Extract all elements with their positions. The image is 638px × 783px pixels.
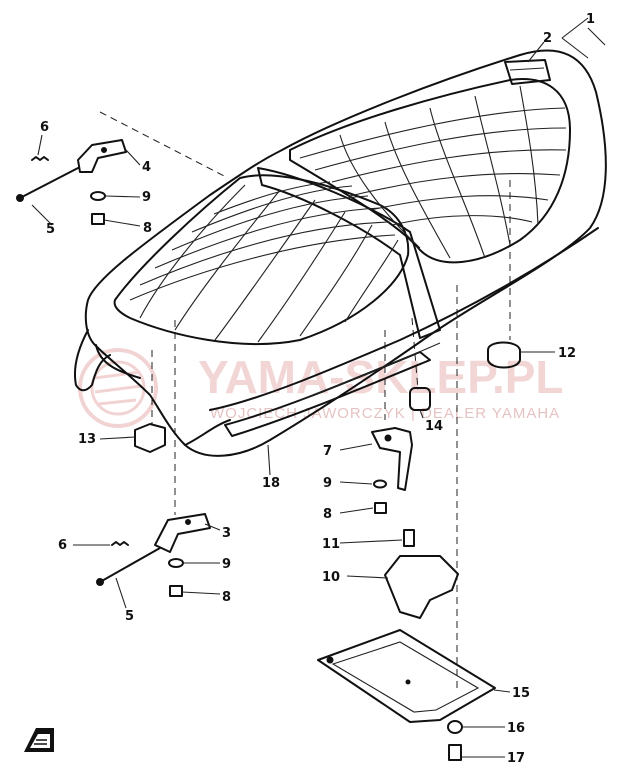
lower-hinge-pin <box>99 547 161 583</box>
grommet <box>447 720 463 734</box>
lower-bolt <box>169 585 183 597</box>
watermark-subtitle: WOJCIECH JAWORCZYK | DEALER YAMAHA <box>210 405 560 422</box>
upper-hinge-pin <box>19 167 79 199</box>
seat-hook <box>371 427 413 491</box>
callout-16: 16 <box>507 721 525 736</box>
hook-bolt <box>374 502 387 514</box>
callout-11: 11 <box>322 537 340 552</box>
callout-18: 18 <box>262 476 280 491</box>
rider-quilting <box>129 181 399 343</box>
lower-spring <box>111 541 129 546</box>
seat-strap <box>257 167 441 339</box>
seat-lock <box>384 555 459 619</box>
callout-8-lower: 8 <box>222 590 231 605</box>
callout-8-hook: 8 <box>323 507 332 522</box>
watermark-logo-icon <box>78 348 158 428</box>
upper-spring <box>31 156 49 161</box>
passenger-quilting <box>299 85 567 259</box>
lower-nut <box>168 558 184 568</box>
round-damper <box>487 341 521 369</box>
callout-8-upper: 8 <box>143 221 152 236</box>
lower-hinge-group <box>96 513 211 597</box>
callout-labels: 1 2 3 4 5 5 6 6 7 8 8 8 9 9 9 10 11 12 1… <box>40 12 595 766</box>
tray-bolt <box>448 744 462 761</box>
callout-6-lower: 6 <box>58 538 67 553</box>
callout-5-lower: 5 <box>125 609 134 624</box>
lower-hinge-bracket <box>154 513 211 553</box>
damper-block <box>134 423 166 453</box>
front-direction-icon <box>24 728 54 752</box>
callout-10: 10 <box>322 570 340 585</box>
callout-14: 14 <box>425 419 443 434</box>
seat-assembly <box>74 49 607 457</box>
callout-2: 2 <box>543 31 552 46</box>
callout-9-hook: 9 <box>323 476 332 491</box>
seat-badge <box>504 59 551 85</box>
callout-15: 15 <box>512 686 530 701</box>
callout-9-upper: 9 <box>142 190 151 205</box>
callout-12: 12 <box>558 346 576 361</box>
callout-5-upper: 5 <box>46 222 55 237</box>
upper-bolt <box>91 213 105 225</box>
passenger-cushion <box>289 78 571 264</box>
seat-outline <box>84 49 607 457</box>
seat-trim <box>224 351 431 437</box>
callout-17: 17 <box>507 751 525 766</box>
watermark: YAMA-SKLEP.PL WOJCIECH JAWORCZYK | DEALE… <box>78 348 564 428</box>
callout-13: 13 <box>78 432 96 447</box>
rider-cushion <box>113 174 410 346</box>
storage-tray <box>317 629 496 723</box>
hook-nut <box>373 479 387 489</box>
lock-screw <box>403 529 415 547</box>
leader-lines <box>31 17 606 758</box>
upper-hinge-bracket <box>77 139 127 173</box>
upper-nut <box>90 191 106 201</box>
callout-6-upper: 6 <box>40 120 49 135</box>
upper-hinge-group <box>16 139 127 225</box>
callout-7: 7 <box>323 444 332 459</box>
callout-3: 3 <box>222 526 231 541</box>
callout-9-lower: 9 <box>222 557 231 572</box>
callout-4: 4 <box>142 160 151 175</box>
guide-lines <box>99 111 511 690</box>
callout-1: 1 <box>586 12 595 27</box>
watermark-title: YAMA-SKLEP.PL <box>198 351 564 403</box>
